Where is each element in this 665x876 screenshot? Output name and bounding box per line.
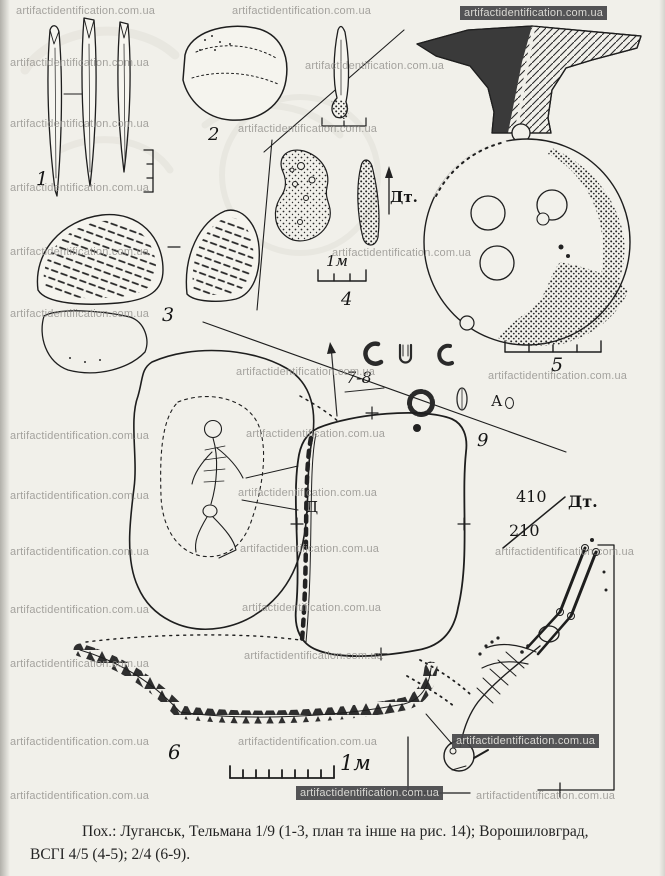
skeleton-in-mound [191,419,244,559]
watermark-text: artifactidentification.com.ua [242,602,382,614]
watermark-text: artifactidentification.com.ua [495,546,635,558]
watermark-text: artifactidentification.com.ua [10,430,150,442]
burial-plan [73,349,615,798]
watermark-text: artifactidentification.com.ua [476,790,616,802]
watermark-text: artifactidentification.com.ua [452,734,600,748]
watermark-text: artifactidentification.com.ua [10,658,150,670]
fig2b-scale-bar [321,117,367,127]
depth-label-upper: Дт. [390,188,418,206]
bead-icon [505,397,514,409]
scale-bars [229,269,367,779]
figure-label-6: 6 [168,740,181,764]
mid-scale-bar [317,269,367,282]
figure-label-1: 1 [36,168,49,190]
watermark-text: artifactidentification.com.ua [488,370,628,382]
pit-cross-ticks [290,406,471,661]
fig2-stone-tool [182,25,288,121]
watermark-text: artifactidentification.com.ua [10,118,150,130]
frame-lines [202,29,567,453]
d-mark-label: Д [306,498,319,516]
fig4-fragments [274,149,393,246]
watermark-text: artifactidentification.com.ua [238,123,378,135]
watermark-text: artifactidentification.com.ua [232,5,372,17]
fig3-scrapers [36,209,260,374]
watermark-text: artifactidentification.com.ua [16,5,156,17]
watermark-text: artifactidentification.com.ua [10,790,150,802]
anvil-artifact [416,24,642,143]
watermark-text: artifactidentification.com.ua [10,182,150,194]
figure-label-7-8: 7-8 [346,368,372,387]
scale-label-bottom: 1м [340,751,371,775]
watermark-text: artifactidentification.com.ua [236,366,376,378]
a-mark-label: А [491,392,503,410]
watermark-text: artifactidentification.com.ua [246,428,386,440]
watermark-text: artifactidentification.com.ua [10,546,150,558]
watermark-text: artifactidentification.com.ua [10,308,150,320]
watermark-text: artifactidentification.com.ua [305,60,445,72]
watermark-text: artifactidentification.com.ua [296,786,444,800]
watermark-text: artifactidentification.com.ua [10,490,150,502]
watermark-text: artifactidentification.com.ua [238,487,378,499]
ornaments-7-9 [327,341,468,432]
watermark-text: artifactidentification.com.ua [240,543,380,555]
caption-line-2: ВСГІ 4/5 (4-5); 2/4 (6-9). [30,846,191,864]
bottom-scale-bar [229,765,335,779]
watermark-text: artifactidentification.com.ua [10,246,150,258]
fig5-scale-bar [504,340,602,353]
fig2b-small-tool [321,25,367,127]
fig1-bone-points [47,17,154,197]
figure-label-5: 5 [551,354,564,376]
figure-label-4: 4 [341,289,353,310]
depth-value-top: 410 [516,487,547,506]
caption-line-1: Пох.: Луганськ, Тельмана 1/9 (1-3, план … [82,823,589,840]
figure-label-2: 2 [208,124,220,145]
watermark-text: artifactidentification.com.ua [244,650,384,662]
scale-label-mid: 1м [326,252,348,270]
watermark-text: artifactidentification.com.ua [10,57,150,69]
depth-label-lower: Дт. [568,492,598,511]
watermark-text: artifactidentification.com.ua [10,736,150,748]
depth-fraction-slash [502,496,566,549]
watermark-text: artifactidentification.com.ua [238,736,378,748]
figure-label-9: 9 [477,430,489,451]
fig1-scale-bar [143,149,154,193]
figure-label-3: 3 [162,304,175,326]
depth-value-bottom: 210 [509,521,540,540]
watermark-text: artifactidentification.com.ua [332,247,472,259]
figure-caption: Пох.: Луганськ, Тельмана 1/9 (1-3, план … [30,820,644,867]
watermark-text: artifactidentification.com.ua [10,604,150,616]
fig5-disc [423,138,631,353]
watermark-text: artifactidentification.com.ua [460,6,608,20]
